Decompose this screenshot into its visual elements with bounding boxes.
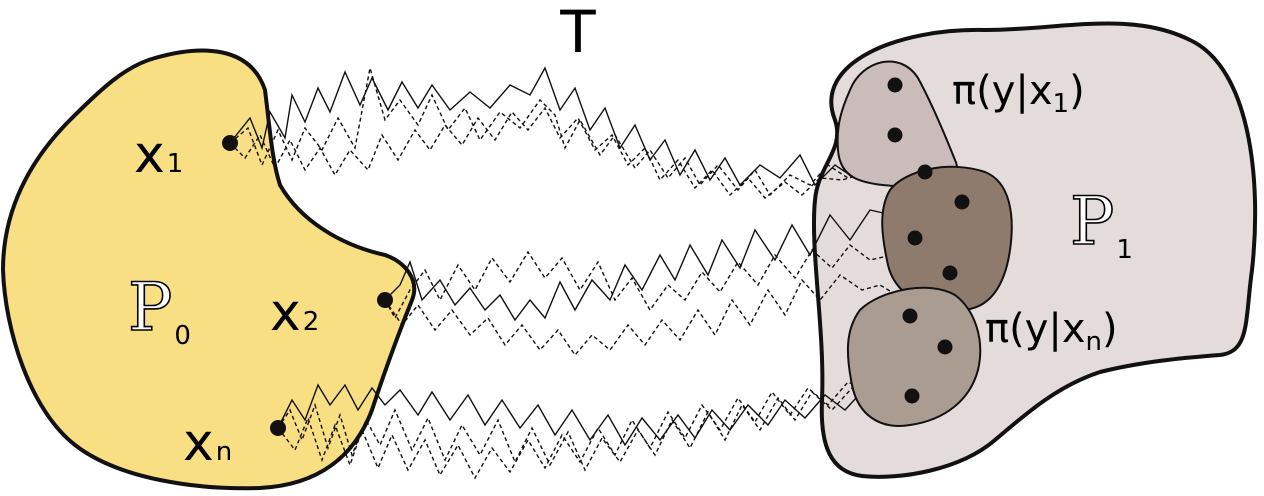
map-label: T <box>559 0 596 66</box>
conditional-region-xn <box>846 286 982 427</box>
label-x1: x1 <box>134 125 183 185</box>
target-sample-points <box>887 77 970 404</box>
sample-point <box>904 388 920 404</box>
trajectory-x1-dashed-b <box>229 106 925 199</box>
trajectory-xn-dashed-a <box>277 387 906 472</box>
conditional-region-x2 <box>881 165 1013 312</box>
sample-point <box>937 339 953 355</box>
source-point-x1 <box>222 135 238 151</box>
trajectory-x1-solid <box>229 66 893 187</box>
sample-point <box>887 127 903 143</box>
sample-point <box>942 265 958 281</box>
trajectory-x2-dashed-a <box>384 244 951 320</box>
label-x2: x2 <box>270 283 319 343</box>
trajectory-x2-dashed-b <box>384 274 916 357</box>
sample-point <box>902 308 918 324</box>
target-set-label: P1 <box>1070 183 1133 265</box>
source-points <box>222 135 393 436</box>
sample-point <box>907 230 923 246</box>
trajectory-x2-solid <box>384 209 916 322</box>
trajectory-x1-dashed-a <box>229 67 893 197</box>
stochastic-trajectories <box>229 66 951 480</box>
trajectory-xn-dashed-b <box>277 381 916 480</box>
sample-point <box>887 77 903 93</box>
source-point-xn <box>270 420 286 436</box>
conditional-label-xn: π(y|xn) <box>985 306 1118 357</box>
sample-point <box>917 164 933 180</box>
label-xn: xn <box>183 413 232 473</box>
source-point-x2 <box>377 292 393 308</box>
source-set-label: P0 <box>128 269 191 351</box>
sample-point <box>954 194 970 210</box>
conditional-label-x1: π(y|x1) <box>952 68 1085 119</box>
